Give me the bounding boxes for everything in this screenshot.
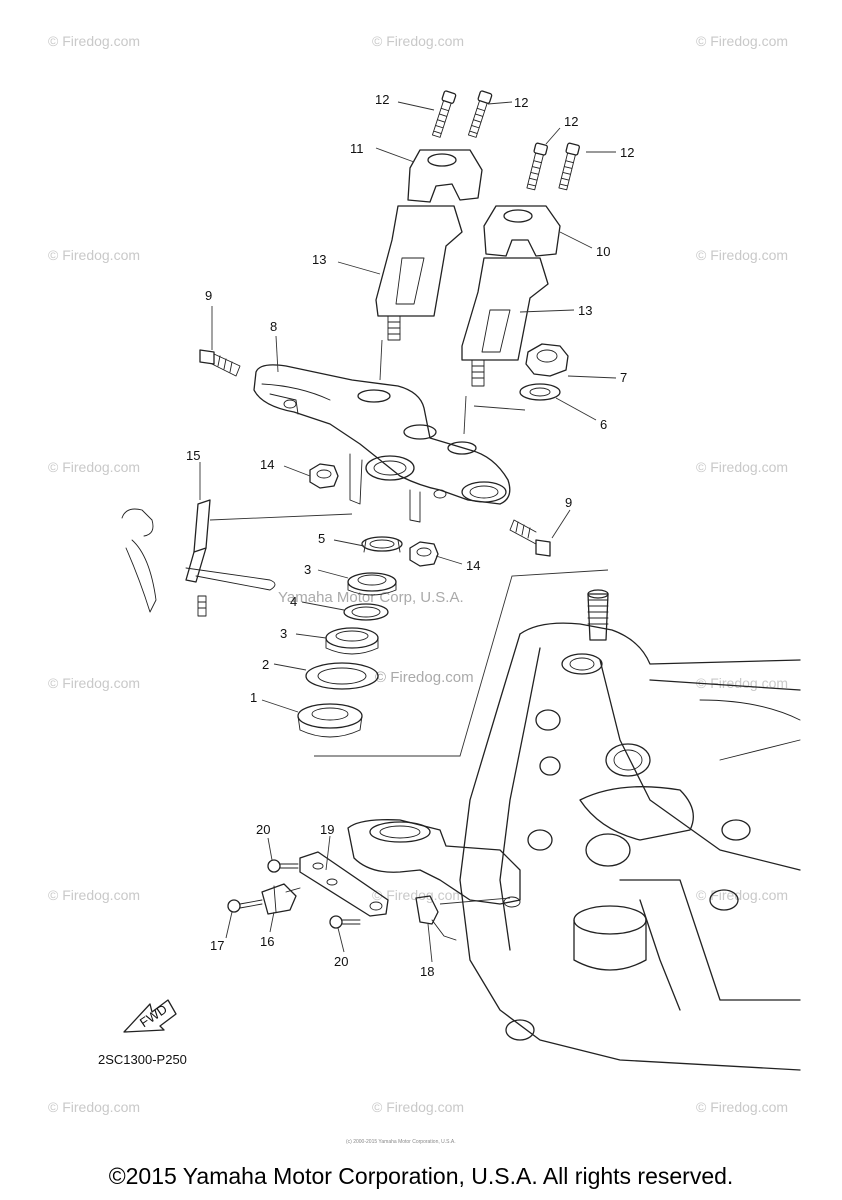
callout-leaders bbox=[199, 101, 617, 963]
lock-washer-5 bbox=[361, 536, 403, 553]
watermark-grid: © Firedog.com © Firedog.com © Firedog.co… bbox=[48, 33, 788, 1115]
callout-9: 9 bbox=[565, 495, 572, 510]
callout-8: 8 bbox=[270, 319, 277, 334]
sensor-18 bbox=[415, 895, 457, 941]
watermark-yamaha: Yamaha Motor Corp, U.S.A. bbox=[278, 589, 464, 606]
callout-2: 2 bbox=[262, 657, 269, 672]
washer-4 bbox=[343, 603, 389, 621]
watermark: © Firedog.com bbox=[372, 1099, 464, 1115]
watermark-center: © Firedog.com bbox=[375, 669, 474, 686]
fwd-arrow-icon: FWD bbox=[123, 999, 177, 1033]
nut-14-right bbox=[409, 541, 439, 567]
bracket-15 bbox=[121, 499, 276, 617]
washer-6 bbox=[519, 383, 561, 401]
callout-14: 14 bbox=[260, 457, 274, 472]
lower-holder-13-left bbox=[375, 205, 463, 341]
callout-13: 13 bbox=[312, 252, 326, 267]
bearing-1 bbox=[297, 703, 363, 738]
callout-13: 13 bbox=[578, 303, 592, 318]
callout-18: 18 bbox=[420, 964, 434, 979]
callout-12: 12 bbox=[620, 145, 634, 160]
watermark: © Firedog.com bbox=[696, 1099, 788, 1115]
watermark: © Firedog.com bbox=[48, 675, 140, 691]
watermark: © Firedog.com bbox=[48, 33, 140, 49]
watermark: © Firedog.com bbox=[372, 887, 464, 903]
ring-nut-3-lower bbox=[325, 627, 379, 655]
diagram-code: 2SC1300-P250 bbox=[98, 1052, 187, 1067]
callout-6: 6 bbox=[600, 417, 607, 432]
callout-14: 14 bbox=[466, 558, 480, 573]
callout-11: 11 bbox=[350, 141, 364, 156]
callout-19: 19 bbox=[320, 822, 334, 837]
assembly-lines bbox=[209, 339, 609, 905]
watermark: © Firedog.com bbox=[696, 33, 788, 49]
callout-3: 3 bbox=[304, 562, 311, 577]
bearing-cover-2 bbox=[305, 662, 379, 690]
callout-12: 12 bbox=[375, 92, 389, 107]
watermark: © Firedog.com bbox=[696, 247, 788, 263]
ring-nut-3-upper bbox=[347, 572, 397, 596]
screw-17 bbox=[227, 899, 263, 913]
callout-labels: 12 12 12 12 11 10 13 13 9 8 7 6 14 9 15 … bbox=[186, 92, 634, 979]
watermark: © Firedog.com bbox=[48, 887, 140, 903]
tiny-notice: (c) 2000-2015 Yamaha Motor Corporation, … bbox=[346, 1139, 456, 1145]
callout-16: 16 bbox=[260, 934, 274, 949]
callout-20: 20 bbox=[256, 822, 270, 837]
bolt-12-group bbox=[432, 90, 580, 191]
lower-holder-13-right bbox=[461, 257, 549, 387]
callout-10: 10 bbox=[596, 244, 610, 259]
callout-17: 17 bbox=[210, 938, 224, 953]
callout-12: 12 bbox=[514, 95, 528, 110]
callout-12: 12 bbox=[564, 114, 578, 129]
callout-15: 15 bbox=[186, 448, 200, 463]
sensor-16 bbox=[261, 883, 301, 915]
callout-1: 1 bbox=[250, 690, 257, 705]
callout-7: 7 bbox=[620, 370, 627, 385]
nut-7 bbox=[525, 343, 569, 377]
frame bbox=[347, 622, 801, 1071]
bracket-19 bbox=[299, 851, 389, 917]
watermark: © Firedog.com bbox=[48, 1099, 140, 1115]
upper-holder-11 bbox=[407, 149, 483, 203]
watermark: © Firedog.com bbox=[372, 33, 464, 49]
callout-20: 20 bbox=[334, 954, 348, 969]
callout-3: 3 bbox=[280, 626, 287, 641]
callout-4: 4 bbox=[290, 594, 297, 609]
callout-9: 9 bbox=[205, 288, 212, 303]
screw-20-top bbox=[267, 859, 299, 873]
watermark: © Firedog.com bbox=[48, 459, 140, 475]
screw-20-bottom bbox=[329, 915, 361, 929]
watermark: © Firedog.com bbox=[696, 675, 788, 691]
watermark: © Firedog.com bbox=[48, 247, 140, 263]
nut-14-left bbox=[309, 463, 339, 489]
copyright-text: ©2015 Yamaha Motor Corporation, U.S.A. A… bbox=[108, 1163, 734, 1189]
steering-stem bbox=[587, 589, 609, 641]
upper-holder-10 bbox=[483, 205, 561, 257]
bolt-9-right bbox=[509, 519, 551, 557]
upper-bracket-8 bbox=[253, 364, 511, 523]
callout-5: 5 bbox=[318, 531, 325, 546]
bolt-9-left bbox=[199, 349, 241, 377]
fwd-label: FWD bbox=[137, 1001, 170, 1030]
watermark: © Firedog.com bbox=[696, 459, 788, 475]
